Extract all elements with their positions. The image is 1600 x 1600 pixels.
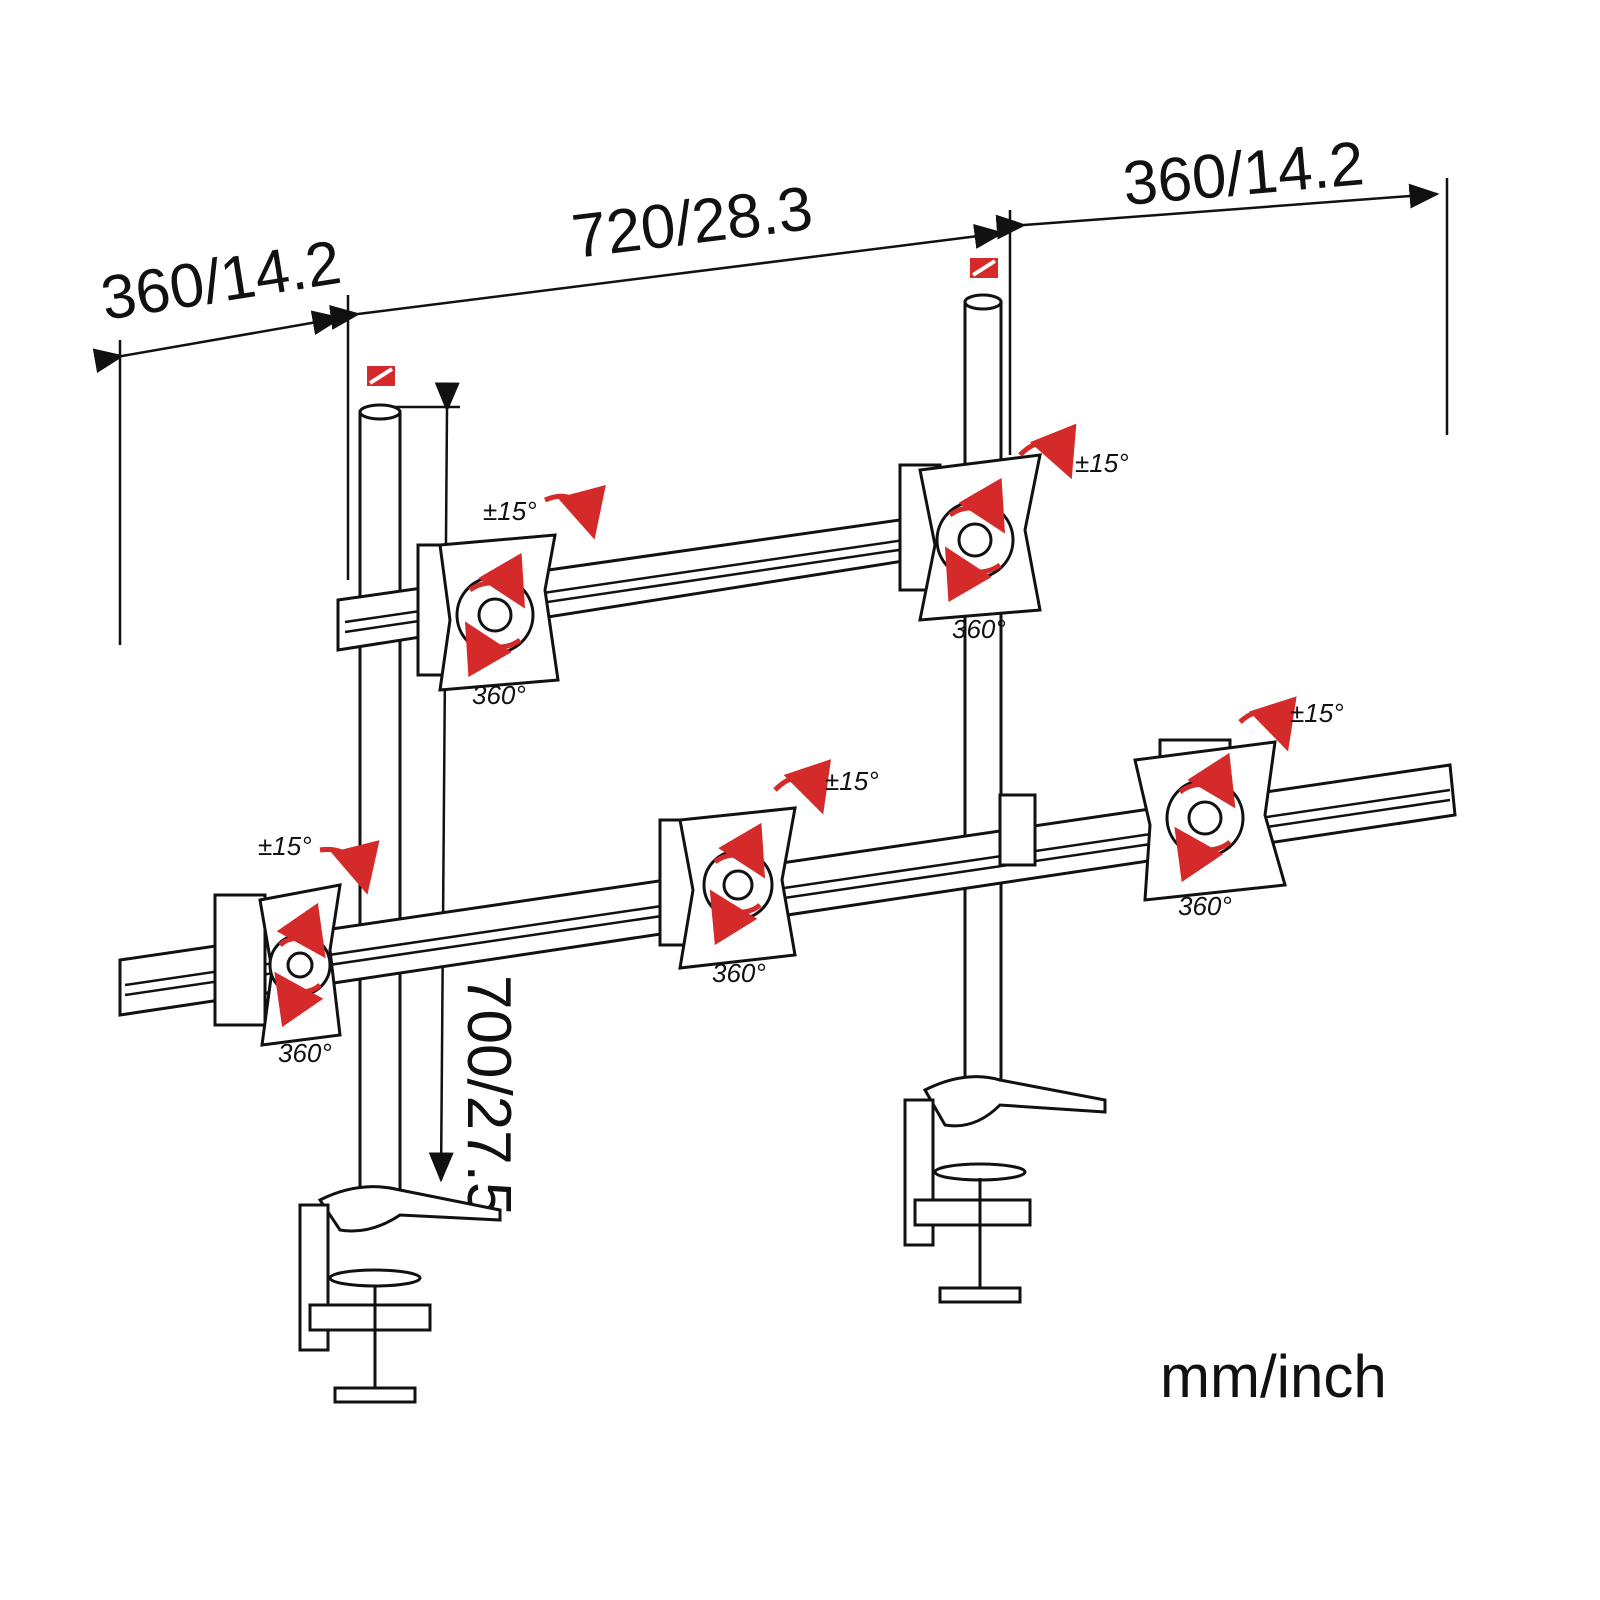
dimension-line-height: 700/27.5	[428, 382, 523, 1216]
rotation-label: 360°	[712, 958, 766, 988]
tilt-label: ±15°	[825, 766, 879, 796]
extension-lines	[118, 178, 1449, 645]
pole-left	[358, 403, 402, 1194]
rotation-label: 360°	[278, 1038, 332, 1068]
dimension-right-width: 360/14.2	[1120, 129, 1366, 219]
units-label: mm/inch	[1160, 1343, 1387, 1410]
vesa-plate-lower-right: ±15° 360°	[1133, 696, 1344, 921]
vesa-plate-lower-middle: ±15° 360°	[658, 759, 879, 988]
desk-clamp-right	[903, 1075, 1107, 1304]
dimension-height: 700/27.5	[454, 975, 523, 1216]
dimension-left-width: 360/14.2	[96, 228, 345, 334]
rotation-label: 360°	[1178, 891, 1232, 921]
desk-clamp-left	[298, 1185, 502, 1404]
pole-cap-marker-right	[970, 258, 998, 278]
dimension-middle-width: 720/28.3	[568, 174, 816, 272]
pole-cap-marker-left	[367, 366, 395, 386]
vesa-plate-upper-right: ±15° 360°	[898, 423, 1129, 644]
dimension-line-right: 360/14.2	[995, 129, 1440, 240]
tilt-label: ±15°	[1075, 448, 1129, 478]
dimension-line-middle: 720/28.3	[329, 174, 1005, 330]
vesa-plate-lower-left: ±15° 360°	[213, 831, 380, 1068]
pole-right	[963, 293, 1003, 1089]
vesa-plate-upper-left: ±15° 360°	[416, 484, 606, 710]
rotation-label: 360°	[472, 680, 526, 710]
tilt-label: ±15°	[1290, 698, 1344, 728]
rotation-label: 360°	[952, 614, 1006, 644]
tilt-label: ±15°	[483, 496, 537, 526]
dimension-line-left: 360/14.2	[92, 228, 346, 374]
tilt-label: ±15°	[258, 831, 312, 861]
